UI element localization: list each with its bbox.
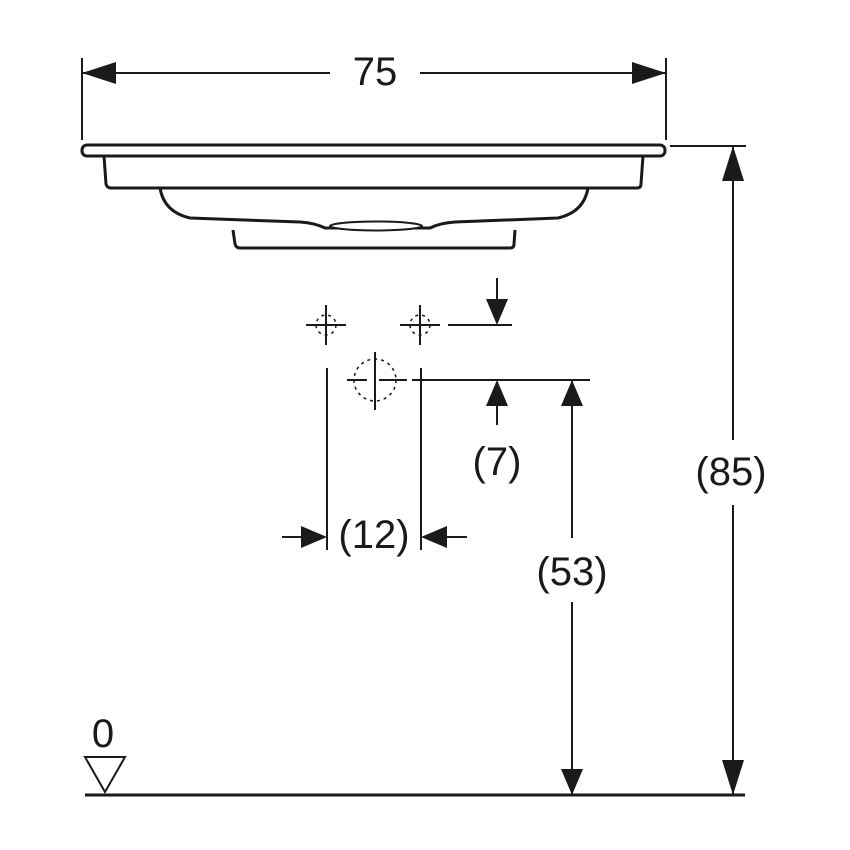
total-height-dimension: (85)	[670, 145, 767, 795]
tap-offset-label: (7)	[473, 440, 522, 484]
width-dimension: 75	[81, 50, 667, 140]
drain-height-dimension: (53)	[536, 380, 608, 795]
drain-spacing-label: (12)	[338, 513, 409, 557]
floor-level: 0	[83, 712, 745, 797]
tap-hole-right	[400, 305, 440, 345]
drain-height-label: (53)	[536, 550, 607, 594]
level-triangle-icon	[83, 756, 127, 795]
tap-offset-arrow-down	[486, 299, 508, 325]
width-label: 75	[353, 50, 398, 94]
tap-offset-dimension: (7)	[473, 380, 522, 484]
total-height-label: (85)	[695, 450, 766, 494]
drain-spacing-dimension: (12)	[282, 513, 467, 557]
drain-outlet	[347, 352, 407, 410]
floor-level-label: 0	[92, 712, 114, 756]
tap-hole-left	[306, 305, 346, 345]
washbasin-side-view	[80, 143, 667, 250]
